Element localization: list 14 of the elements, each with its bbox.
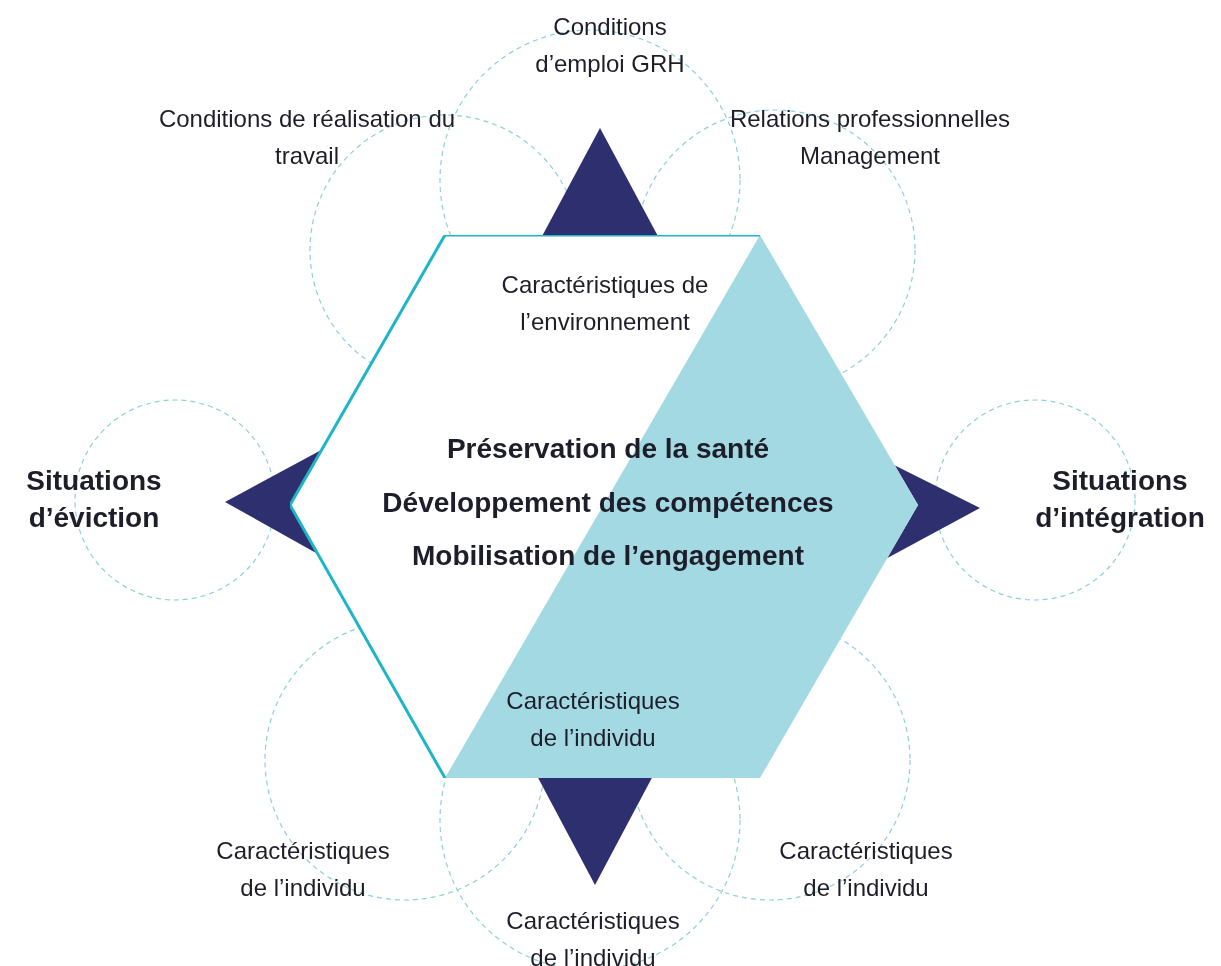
hexagon-shape — [290, 235, 918, 778]
heading-text: Mobilisation de l’engagement — [410, 539, 805, 573]
situation-label: Situations d’intégration — [1034, 464, 1206, 535]
heading-text: Préservation de la santé — [445, 432, 771, 466]
factor-label: Conditions de réalisation du travail — [157, 104, 457, 171]
factor-label: Caractéristiques de l’individu — [778, 836, 954, 903]
factor-label: Conditions d’emploi GRH — [534, 12, 686, 79]
text-label: Caractéristiques de l’individu — [505, 686, 681, 753]
text-label: Caractéristiques de l’environnement — [500, 270, 710, 337]
situation-label: Situations d’éviction — [25, 464, 163, 535]
factor-label: Caractéristiques de l’individu — [215, 836, 391, 903]
heading-text: Développement des compétences — [381, 486, 835, 520]
factor-label: Relations professionnelles Management — [728, 104, 1012, 171]
factor-label: Caractéristiques de l’individu — [505, 906, 681, 966]
